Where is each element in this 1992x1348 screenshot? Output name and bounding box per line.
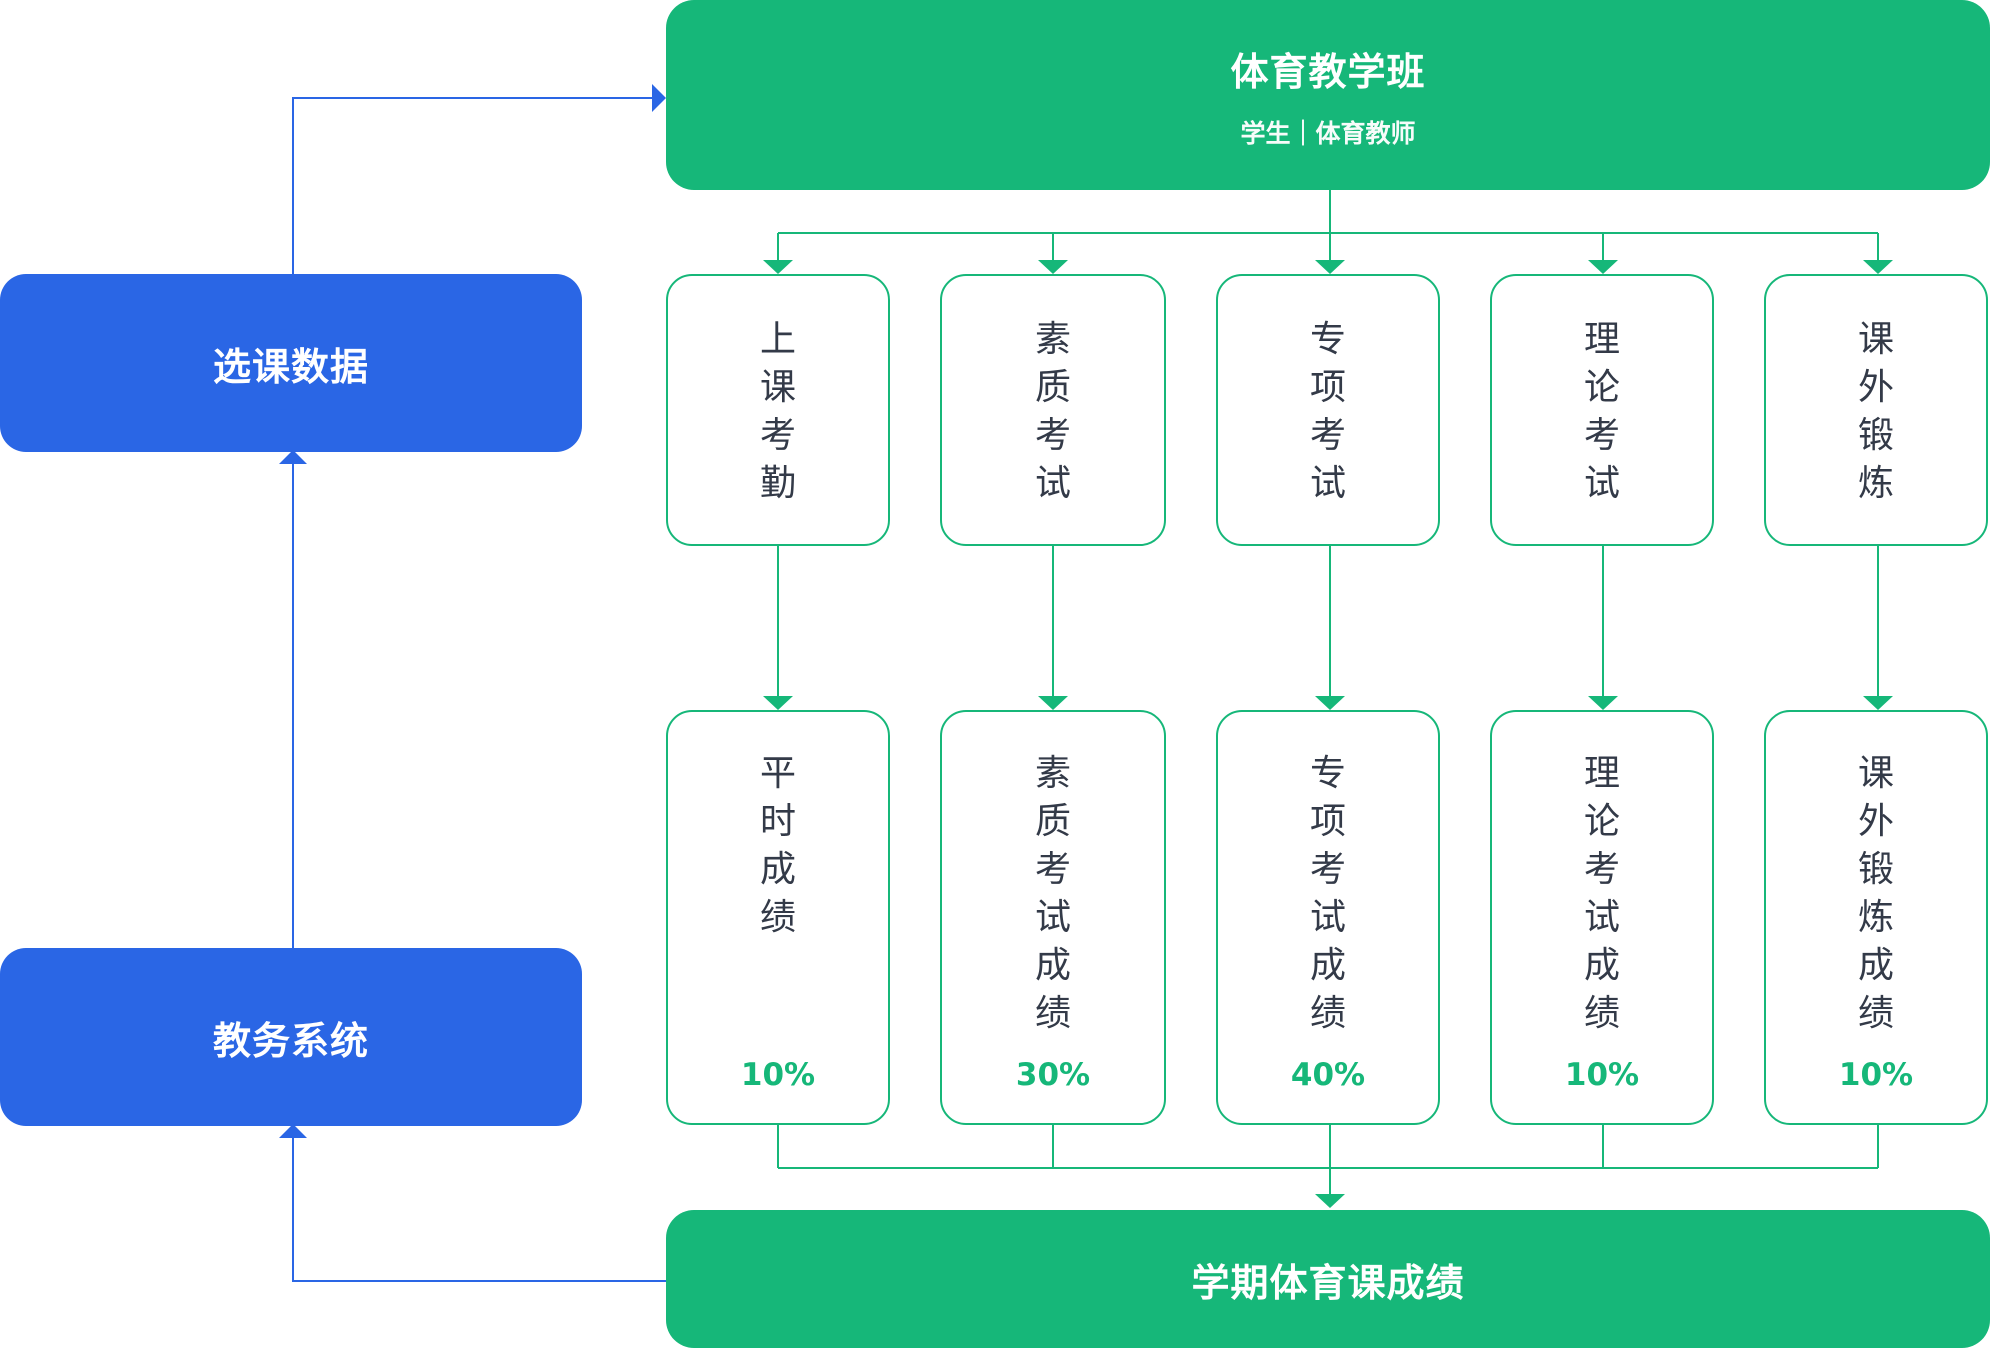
semester-grade-node: 学期体育课成绩 [666,1210,1990,1348]
grade-label: 素质考试成绩 [1034,753,1071,1034]
grade-label: 理论考试成绩 [1583,753,1620,1034]
academic-system-label: 教务系统 [212,1018,369,1063]
task-label: 素质考试 [1034,319,1071,504]
grade-label: 专项考试成绩 [1309,753,1346,1034]
grade-box-fitness: 素质考试成绩 30% [940,710,1166,1125]
course-selection-data-node: 选课数据 [0,274,582,452]
grade-weight: 10% [1564,1057,1640,1093]
grade-box-specialty: 专项考试成绩 40% [1216,710,1440,1125]
teaching-class-title: 体育教学班 [1230,49,1426,94]
grade-weight: 30% [1015,1057,1091,1093]
task-label: 课外锻炼 [1857,319,1894,504]
semester-grade-label: 学期体育课成绩 [1191,1260,1465,1305]
grade-label: 平时成绩 [759,753,796,938]
course-selection-data-label: 选课数据 [212,344,369,389]
academic-system-node: 教务系统 [0,948,582,1126]
task-label: 上课考勤 [759,319,796,504]
grade-box-theory: 理论考试成绩 10% [1490,710,1714,1125]
teaching-class-node: 体育教学班 学生｜体育教师 [666,0,1990,190]
teaching-class-subtitle: 学生｜体育教师 [1240,118,1416,148]
grade-weight: 10% [1838,1057,1914,1093]
task-label: 理论考试 [1583,319,1620,504]
grade-label: 课外锻炼成绩 [1857,753,1894,1034]
task-box-theory-exam: 理论考试 [1490,274,1714,546]
task-box-specialty-exam: 专项考试 [1216,274,1440,546]
task-label: 专项考试 [1309,319,1346,504]
task-box-fitness-exam: 素质考试 [940,274,1166,546]
grade-weight: 10% [740,1057,816,1093]
task-box-attendance: 上课考勤 [666,274,890,546]
grade-box-extracurricular: 课外锻炼成绩 10% [1764,710,1988,1125]
task-box-extracurricular: 课外锻炼 [1764,274,1988,546]
grade-box-regular: 平时成绩 10% [666,710,890,1125]
grade-weight: 40% [1290,1057,1366,1093]
